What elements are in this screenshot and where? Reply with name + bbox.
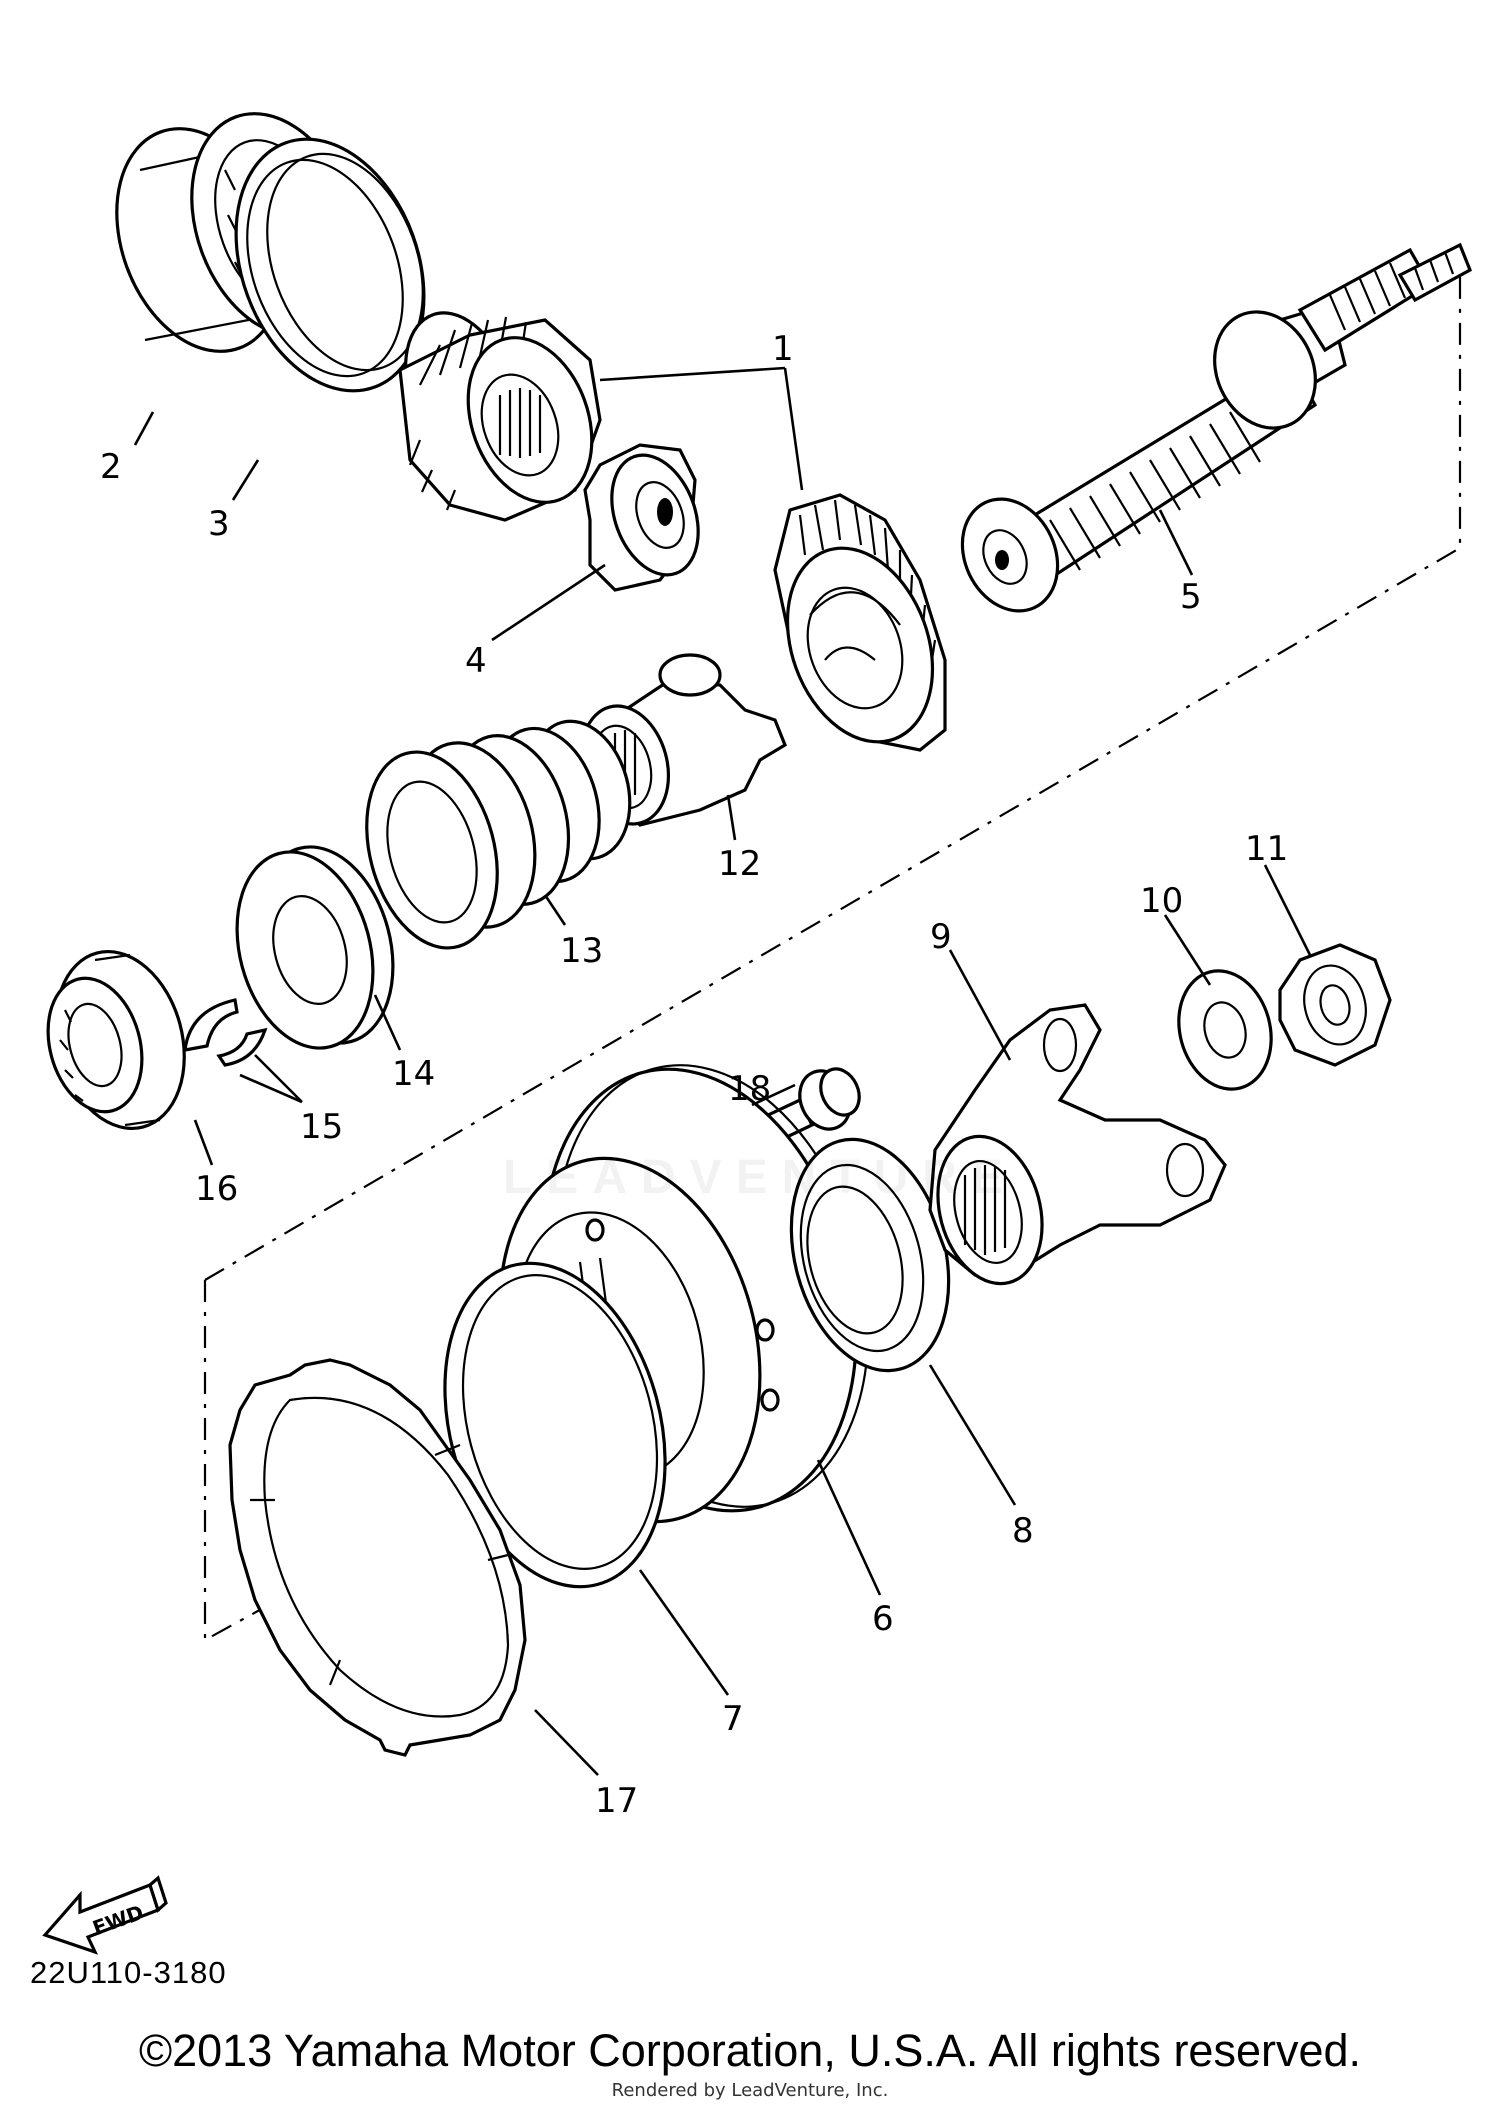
- watermark-text: LEADVENTURE: [502, 1151, 1018, 1204]
- part-7-ring: [443, 1261, 667, 1589]
- callout-17: 17: [595, 1781, 638, 1821]
- callout-14: 14: [392, 1054, 435, 1094]
- fwd-arrow-icon: FWD: [42, 1875, 168, 1955]
- part-16-bearing: [46, 949, 186, 1131]
- callout-8: 8: [1012, 1511, 1034, 1551]
- part-10-washer: [1177, 969, 1273, 1091]
- callout-2: 2: [100, 447, 122, 487]
- leader-lines: [133, 366, 1312, 1776]
- callout-9: 9: [930, 917, 952, 957]
- callout-7: 7: [722, 1699, 744, 1739]
- part-14-spring-seat: [235, 845, 395, 1050]
- callout-labels: 1 2 3 4 5 6 7 8 9 10 11 12 13 14 15 16 1…: [100, 329, 1288, 1821]
- rendered-by-notice: Rendered by LeadVenture, Inc.: [611, 2080, 889, 2101]
- part-11-nut: [1278, 943, 1392, 1067]
- copyright-notice: ©2013 Yamaha Motor Corporation, U.S.A. A…: [138, 2025, 1362, 2076]
- callout-15: 15: [300, 1107, 343, 1147]
- part-13-spring: [365, 719, 632, 950]
- callout-16: 16: [195, 1169, 238, 1209]
- callout-12: 12: [718, 844, 761, 884]
- callout-18: 18: [728, 1069, 771, 1109]
- callout-3: 3: [208, 504, 230, 544]
- part-17-lock-plate: [228, 1358, 527, 1757]
- part-5-drive-shaft: [960, 242, 1473, 613]
- part-4-nut: [583, 443, 700, 592]
- callout-5: 5: [1180, 577, 1202, 617]
- callout-1: 1: [772, 329, 794, 369]
- callout-13: 13: [560, 931, 603, 971]
- part-3-shim: [234, 137, 426, 393]
- callout-11: 11: [1245, 829, 1288, 869]
- callout-10: 10: [1140, 881, 1183, 921]
- callout-4: 4: [465, 641, 487, 681]
- callout-6: 6: [872, 1599, 894, 1639]
- part-9-yoke: [928, 1003, 1227, 1286]
- catalog-number: 22U110-3180: [30, 1955, 227, 1990]
- part-1-ring-gear: [773, 493, 947, 752]
- part-8-oil-seal: [789, 1137, 951, 1373]
- part-1-pinion-gear: [398, 311, 602, 522]
- part-15-circlip: [183, 998, 268, 1067]
